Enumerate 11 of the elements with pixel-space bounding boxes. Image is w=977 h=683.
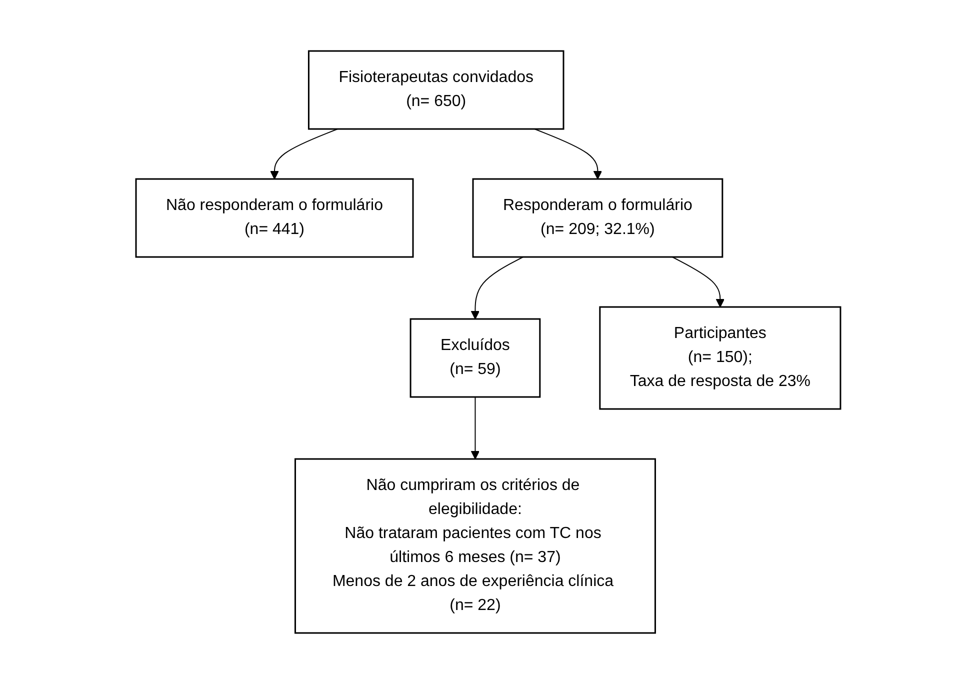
arrow: [672, 256, 725, 307]
arrow: [270, 128, 338, 179]
node-box: Fisioterapeutas convidados (n= 650): [308, 50, 564, 130]
node-box: Participantes (n= 150); Taxa de resposta de 23%: [599, 306, 842, 410]
arrow: [534, 128, 602, 179]
arrow: [471, 256, 524, 319]
node-box: Excluídos (n= 59): [410, 318, 541, 398]
arrow: [471, 396, 480, 459]
node-box: Responderam o formulário (n= 209; 32.1%): [472, 178, 724, 258]
node-box: Não responderam o formulário (n= 441): [136, 178, 414, 258]
node-box: Não cumpriram os critérios de elegibilidade: Não trataram pacientes com TC nos últimos 6 meses (n= 37) Menos de 2 anos de experiência clínica (n= 22): [294, 458, 656, 634]
